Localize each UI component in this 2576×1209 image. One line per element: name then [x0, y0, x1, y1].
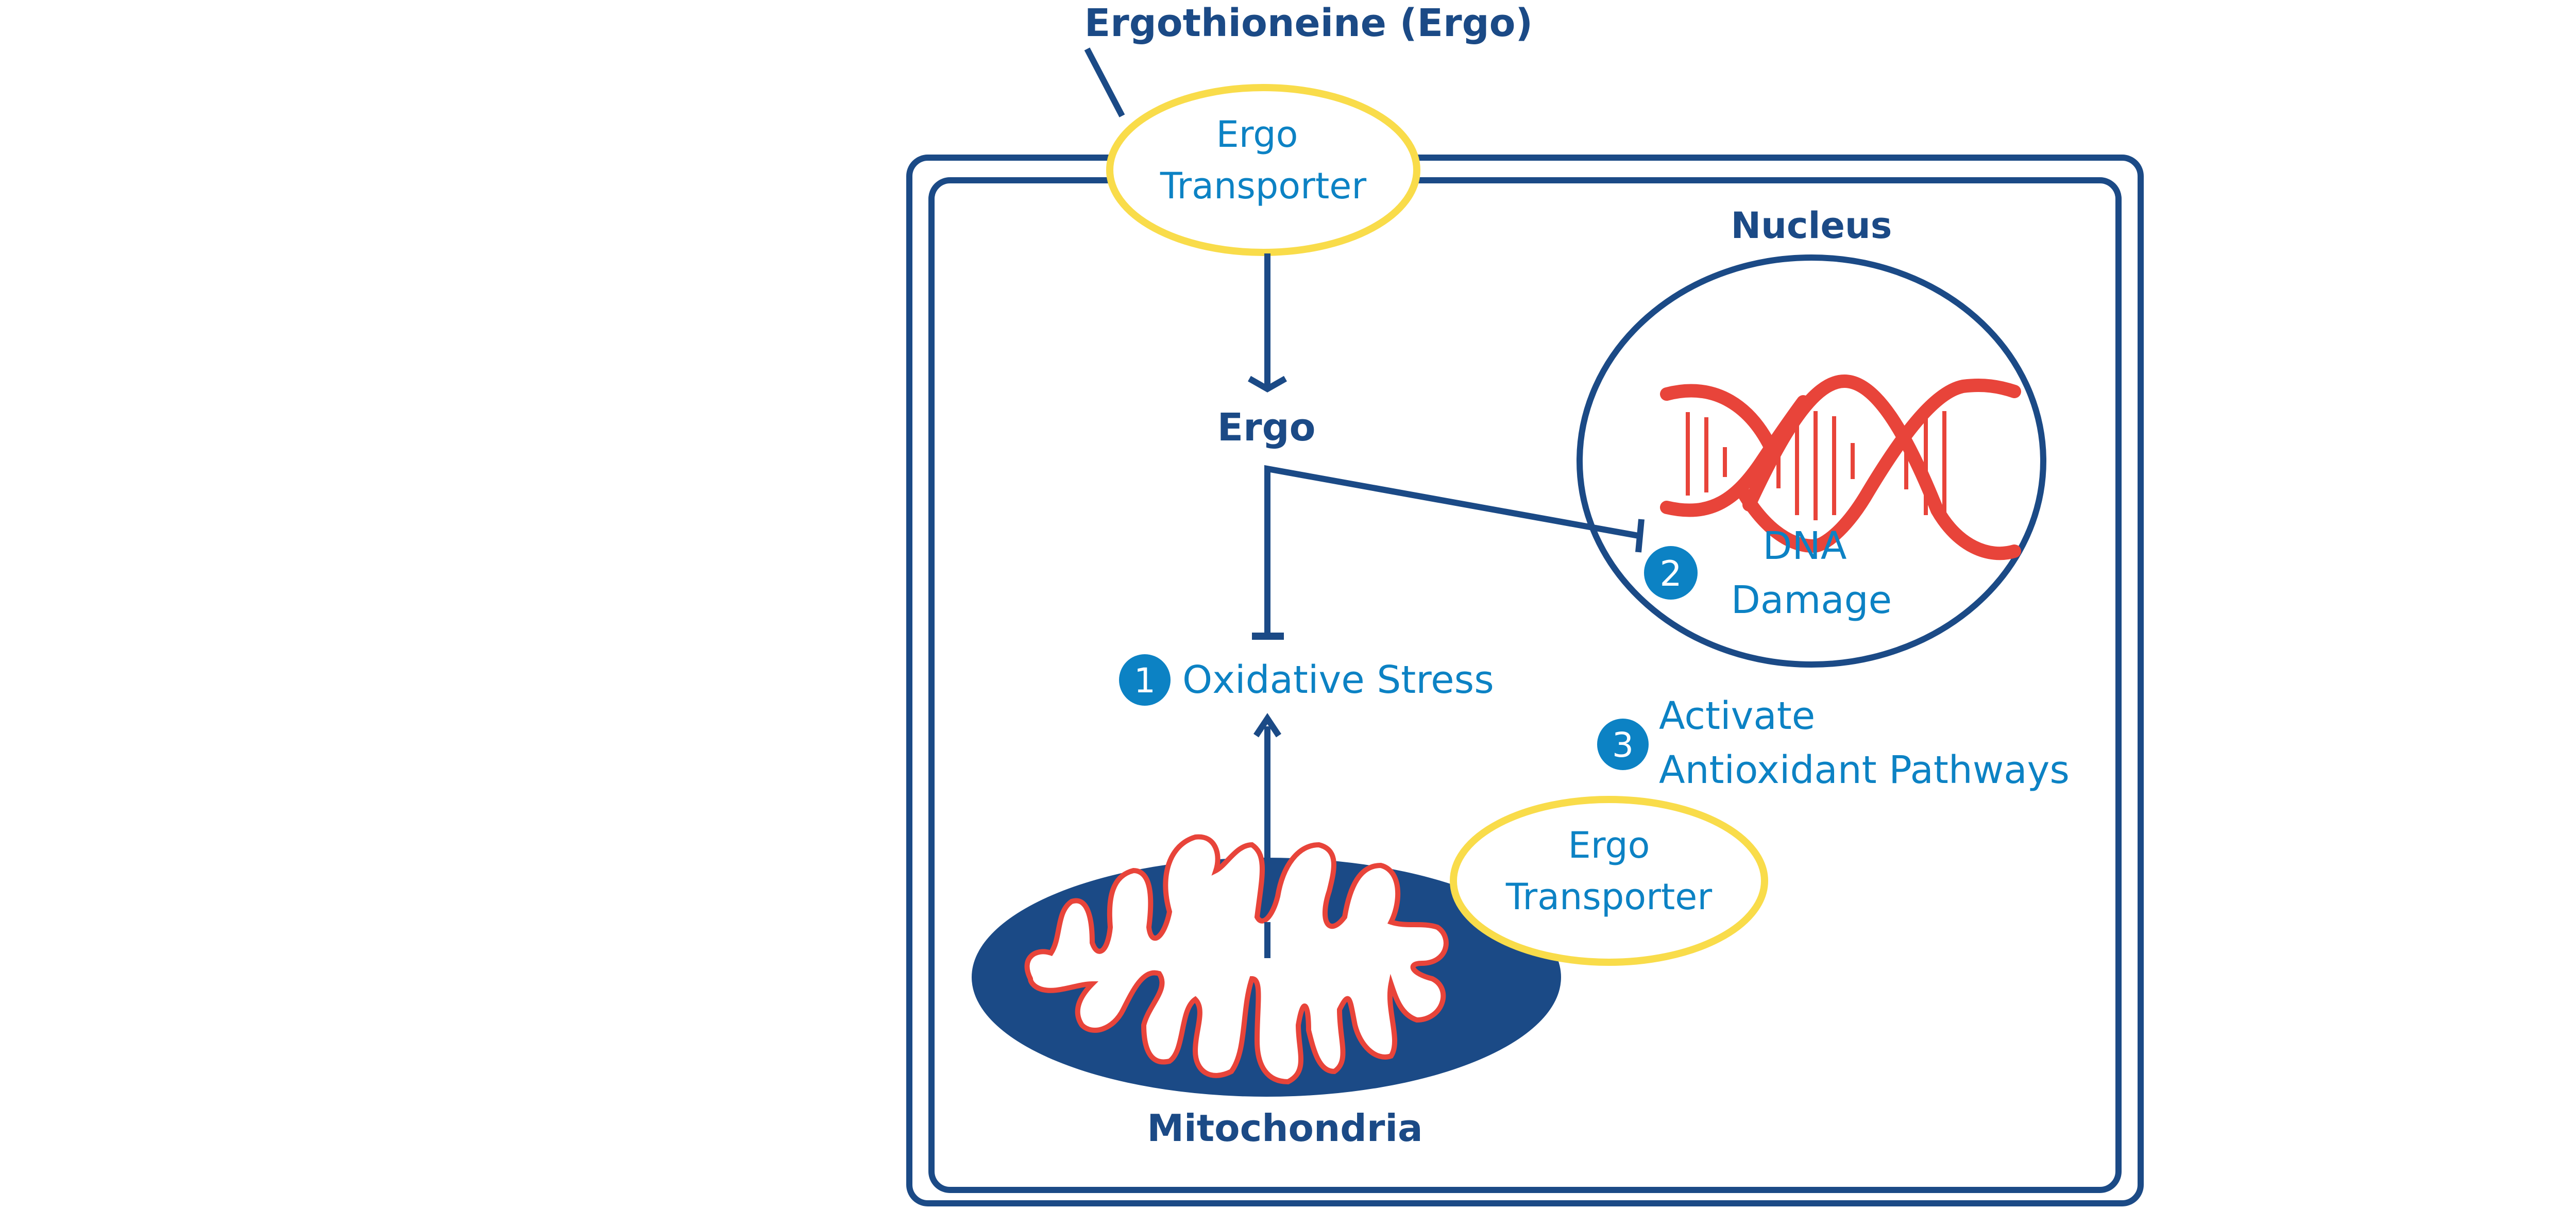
- dna-damage-inhibition-bar-icon: [1635, 519, 1645, 553]
- step-2-number: 2: [1659, 554, 1682, 594]
- title-pointer-line: [1084, 47, 1125, 117]
- ergo-transporter-mito: Ergo Transporter: [1450, 796, 1768, 966]
- activate-line2: Antioxidant Pathways: [1659, 748, 2070, 792]
- activate-line1: Activate: [1659, 694, 1815, 738]
- uptake-arrowhead-icon: [1248, 376, 1287, 393]
- transporter-top-line2: Transporter: [1160, 165, 1367, 207]
- mitochondrion-icon: [972, 834, 1561, 1097]
- transporter-top-line1: Ergo: [1216, 113, 1298, 156]
- ergo-transporter-top: Ergo Transporter: [1106, 84, 1420, 256]
- dna-damage-line2: Damage: [1731, 578, 1892, 622]
- step-3-number: 3: [1612, 725, 1634, 765]
- cell-inner-membrane: [928, 177, 2122, 1193]
- oxidative-stress-label: Oxidative Stress: [1182, 658, 1494, 702]
- ergo-label: Ergo: [1217, 405, 1316, 450]
- cell-outer-membrane: [906, 155, 2144, 1206]
- nucleus-membrane: [1577, 254, 2046, 668]
- nucleus-label: Nucleus: [1731, 205, 1892, 247]
- step-3-badge: [1597, 719, 1649, 770]
- transporter-mito-line2: Transporter: [1505, 876, 1713, 918]
- transporter-mito-ellipse: [1450, 796, 1768, 966]
- transporter-mito-line1: Ergo: [1568, 824, 1650, 866]
- dna-damage-line1: DNA: [1763, 524, 1847, 568]
- step-2-badge: [1644, 546, 1698, 600]
- ergo-inhibition-connector: [1264, 465, 1639, 636]
- mito-ros-arrowhead-icon: [1253, 713, 1281, 738]
- mitochondria-label: Mitochondria: [1147, 1106, 1422, 1150]
- dna-helix-icon: [1660, 374, 2021, 560]
- diagram-title: Ergothioneine (Ergo): [1084, 1, 1533, 45]
- step-1-badge: [1119, 654, 1171, 706]
- step-1-number: 1: [1134, 661, 1156, 701]
- transporter-top-ellipse: [1106, 84, 1420, 256]
